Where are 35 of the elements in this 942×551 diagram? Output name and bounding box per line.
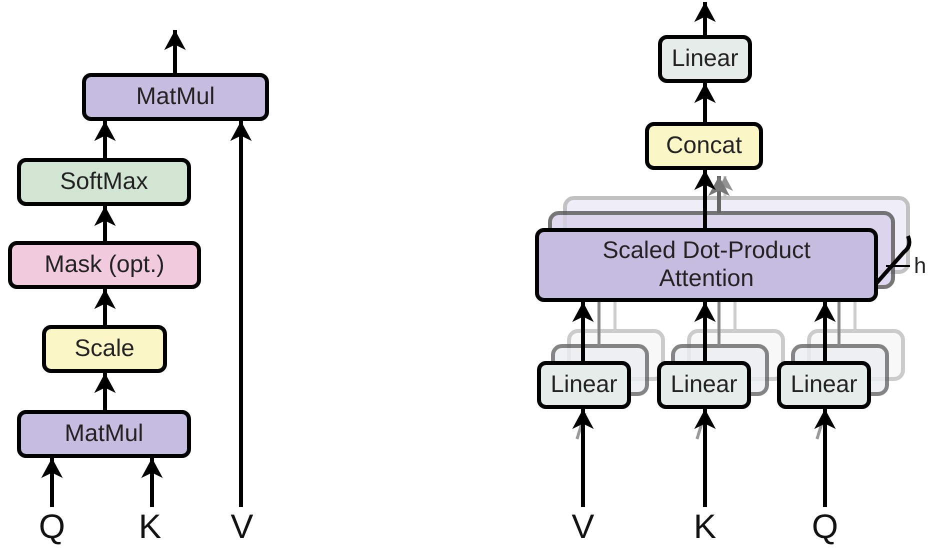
process-box: MatMul	[82, 73, 269, 121]
input-label: V	[222, 505, 262, 549]
process-box: Linear	[658, 35, 752, 83]
process-box: Concat	[645, 122, 763, 170]
arrow	[694, 2, 716, 35]
arrow	[814, 302, 836, 361]
input-label: K	[130, 505, 170, 549]
process-box: SoftMax	[17, 158, 191, 206]
arrow	[94, 206, 116, 241]
arrow	[694, 409, 716, 507]
arrow	[94, 373, 116, 410]
arrow	[41, 458, 63, 507]
arrow	[164, 30, 186, 73]
input-label: Q	[32, 505, 72, 549]
process-box: MatMul	[17, 410, 191, 458]
process-box: Scaled Dot-Product Attention	[535, 228, 878, 302]
input-label: K	[685, 505, 725, 549]
input-label: Q	[805, 505, 845, 549]
arrow	[694, 170, 716, 228]
arrow	[572, 409, 594, 507]
arrow	[694, 302, 716, 361]
arrow	[94, 121, 116, 158]
process-box: Linear	[537, 361, 631, 409]
head-count-label: h	[914, 253, 926, 279]
arrow	[814, 409, 836, 507]
process-box: Linear	[777, 361, 871, 409]
arrow	[141, 458, 163, 507]
arrow	[230, 121, 252, 507]
process-box: Mask (opt.)	[8, 241, 201, 289]
input-label: V	[563, 505, 603, 549]
process-box: Linear	[657, 361, 751, 409]
arrow	[94, 289, 116, 325]
arrow	[572, 302, 594, 361]
arrow	[694, 83, 716, 122]
process-box: Scale	[42, 325, 167, 373]
